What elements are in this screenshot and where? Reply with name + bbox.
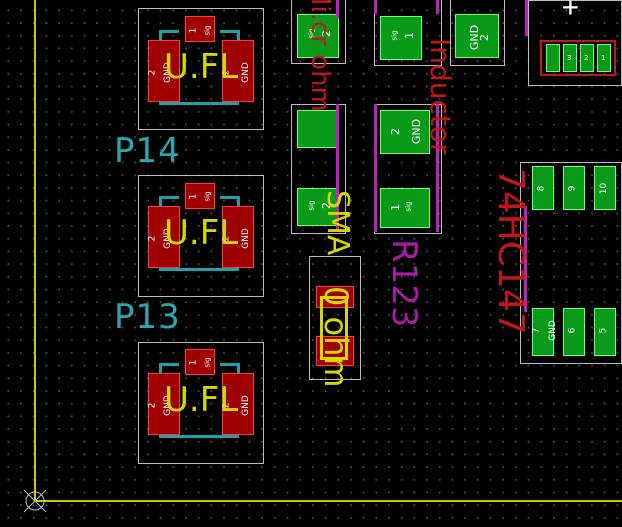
- reference-label: P13: [114, 297, 181, 337]
- smd-pad[interactable]: [455, 14, 499, 58]
- header-silk-outline: [540, 40, 616, 76]
- courtyard-outline: [138, 175, 264, 297]
- ic-pin[interactable]: [594, 166, 616, 210]
- ic-pin[interactable]: [532, 166, 554, 210]
- pin-number: 9: [567, 185, 578, 192]
- pin-net: GND: [547, 320, 558, 341]
- pin-number: 3: [567, 54, 572, 62]
- pad-net: sig: [404, 201, 413, 212]
- pad-number: 2: [147, 235, 158, 242]
- pad-number: 2: [147, 69, 158, 76]
- reference-label: P14: [114, 131, 181, 171]
- pin-number: 7: [531, 327, 542, 334]
- pad-net: GND: [240, 395, 251, 416]
- courtyard-outline: [138, 342, 264, 464]
- smd-pad[interactable]: [380, 16, 422, 60]
- ic-pin[interactable]: [532, 308, 554, 356]
- courtyard-outline: [291, 104, 346, 234]
- pin-number: 1: [601, 54, 606, 62]
- header-pin[interactable]: [580, 44, 594, 72]
- pad-number: 2: [147, 402, 158, 409]
- ground-pad[interactable]: [222, 373, 254, 435]
- part-reference-label: R123: [384, 239, 424, 328]
- pad-net: sig: [203, 357, 212, 368]
- ground-pad[interactable]: [222, 40, 254, 102]
- pin-number: 10: [599, 182, 610, 195]
- connector-value-label: U.FL: [164, 47, 239, 87]
- smd-pad[interactable]: [380, 188, 430, 228]
- pad-number: 1: [188, 359, 199, 366]
- resistor-value-label: 0 ohm: [317, 286, 355, 388]
- courtyard-outline: [309, 256, 361, 380]
- pad-net: sig: [203, 191, 212, 202]
- smd-pad[interactable]: [297, 14, 339, 58]
- pin-number: 8: [536, 185, 547, 192]
- pad-number: 1: [188, 193, 199, 200]
- ic-pin[interactable]: [594, 308, 616, 356]
- pin-number: 2: [584, 54, 589, 62]
- ground-pad[interactable]: [148, 40, 180, 102]
- smd-pad[interactable]: [380, 110, 430, 154]
- ic-part-label: 74HC147: [490, 168, 531, 335]
- origin-marker-icon[interactable]: [20, 486, 50, 516]
- pad-net: GND: [240, 228, 251, 249]
- header-pin[interactable]: [597, 44, 611, 72]
- header-pin[interactable]: [546, 44, 560, 72]
- pad-number: 2: [389, 128, 402, 135]
- board-edge-bottom: [34, 500, 622, 502]
- pin-number: 6: [567, 327, 578, 334]
- smd-pad[interactable]: [297, 188, 339, 226]
- pad-net: sig: [390, 30, 399, 41]
- pad-net: sig: [307, 200, 316, 211]
- ground-pad[interactable]: [148, 206, 180, 268]
- ic-pin[interactable]: [563, 308, 585, 356]
- courtyard-outline: [291, 0, 346, 64]
- connector-value-label: U.FL: [164, 380, 239, 420]
- signal-pad[interactable]: [185, 183, 215, 209]
- courtyard-outline: [138, 8, 264, 130]
- smd-pad[interactable]: [297, 110, 339, 148]
- ic-pin[interactable]: [563, 166, 585, 210]
- part-value-label: Mi.cr ohm: [305, 0, 335, 112]
- cursor-crosshair-icon: +: [562, 0, 579, 23]
- ground-pad[interactable]: [148, 373, 180, 435]
- pin-number: 5: [598, 327, 609, 334]
- pad-number: 1: [403, 32, 416, 39]
- pad-net: GND: [240, 62, 251, 83]
- board-edge-left: [34, 0, 36, 500]
- pad-net: GND: [410, 118, 424, 145]
- signal-pad[interactable]: [185, 349, 215, 375]
- pad-number: 1: [188, 27, 199, 34]
- header-pin[interactable]: [563, 44, 577, 72]
- signal-pad[interactable]: [185, 16, 215, 42]
- ground-pad[interactable]: [222, 206, 254, 268]
- connector-value-label: U.FL: [164, 213, 239, 253]
- pad-number: 1: [389, 204, 402, 211]
- pad-net: GND: [468, 24, 482, 51]
- resistor-body-outline: [320, 296, 348, 360]
- pad-net: sig: [203, 25, 212, 36]
- courtyard-outline: [450, 0, 505, 66]
- courtyard-outline: [374, 0, 442, 66]
